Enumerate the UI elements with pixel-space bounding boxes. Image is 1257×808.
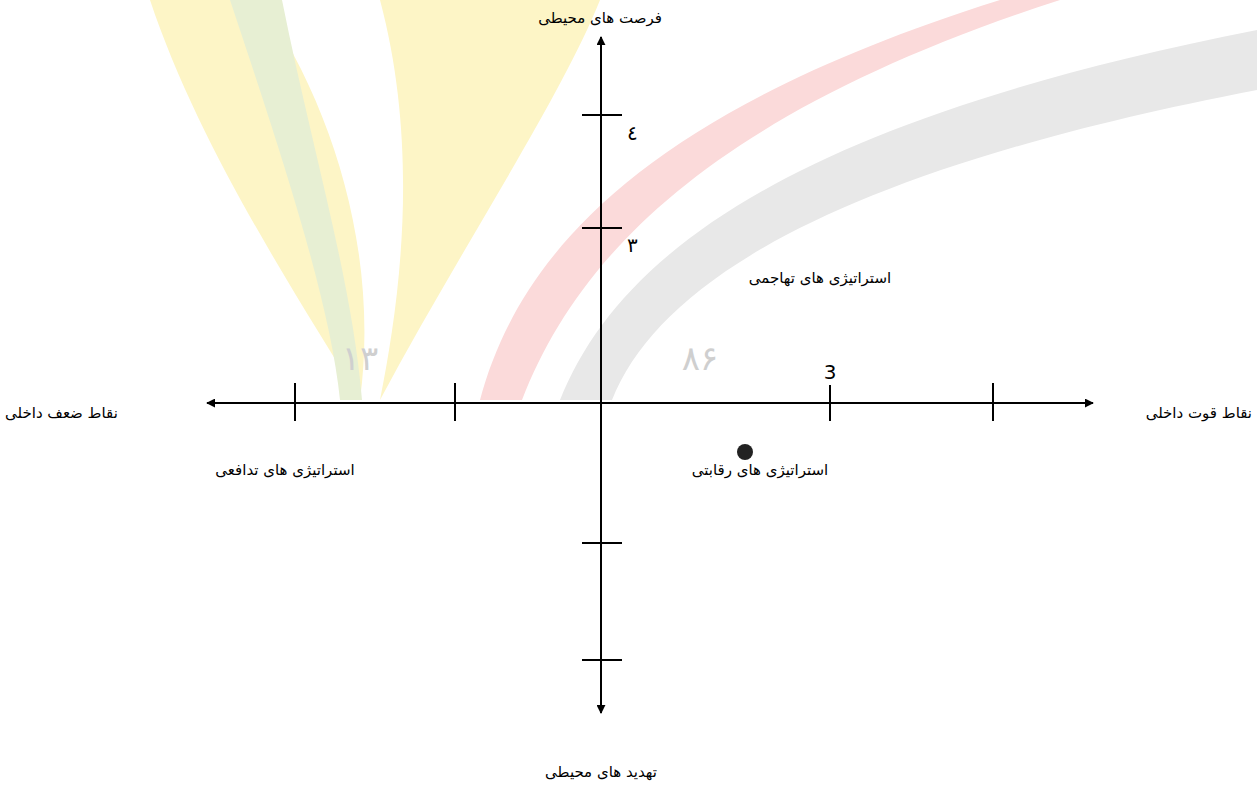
- tick-number: ٣: [627, 233, 638, 257]
- axis-label: فرصت های محیطی: [538, 9, 662, 27]
- axis-tick: [294, 383, 296, 421]
- quadrant-label: استراتیژی های رقابتی: [692, 461, 828, 479]
- y-axis: [600, 37, 602, 713]
- axis-tick: [829, 385, 831, 421]
- axis-tick: [582, 114, 622, 116]
- axis-tick: [582, 659, 622, 661]
- axis-tick: [454, 383, 456, 421]
- watermark-text: ۱۳: [342, 341, 379, 375]
- logo-band: [560, 30, 1257, 400]
- quadrant-label: استراتیژی های تهاجمی: [749, 269, 891, 287]
- watermark-text: ۸۶: [682, 341, 719, 375]
- tick-number: ٤: [627, 121, 638, 145]
- axes: [207, 37, 1093, 713]
- axis-tick: [582, 542, 622, 544]
- x-axis: [207, 402, 1093, 404]
- position-dot: [737, 444, 753, 460]
- watermark-logo: [150, 0, 1257, 400]
- logo-leaf: [380, 0, 600, 400]
- axis-label: نقاط قوت داخلی: [1146, 404, 1252, 422]
- quadrant-label: استراتیژی های تدافعی: [215, 461, 354, 479]
- logo-leaf: [150, 0, 364, 400]
- axis-label: نقاط ضعف داخلی: [5, 404, 118, 422]
- axis-label: تهدید های محیطی: [545, 763, 657, 781]
- logo-stem: [230, 0, 362, 400]
- tick-number: 3: [824, 360, 837, 384]
- axis-tick: [992, 383, 994, 421]
- axis-tick: [582, 227, 622, 229]
